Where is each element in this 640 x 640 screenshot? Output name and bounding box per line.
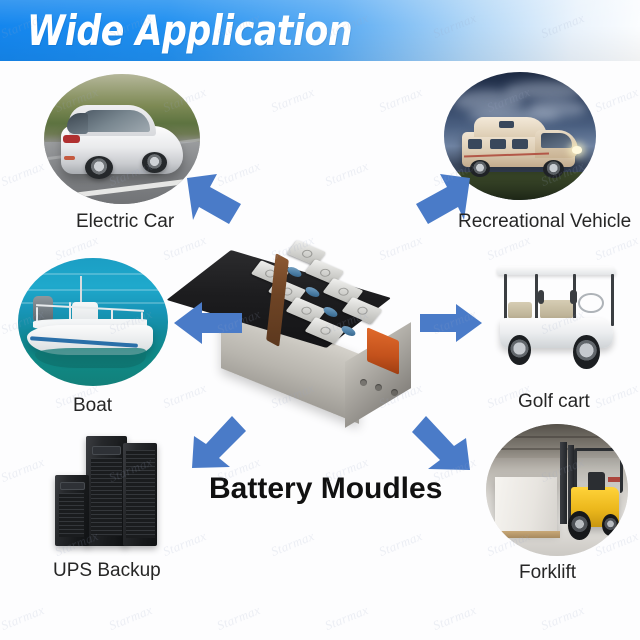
- watermark-text: Starmax: [538, 602, 587, 634]
- application-tile-electric-car: [44, 74, 200, 204]
- arrow-left-icon: [174, 302, 242, 344]
- center-heading: Battery Moudles: [209, 472, 443, 505]
- recreational-vehicle-photo: [444, 72, 596, 200]
- application-tile-forklift: [486, 424, 628, 556]
- electric-car-photo: [44, 74, 200, 204]
- watermark-text: Starmax: [376, 528, 425, 560]
- application-tile-recreational-vehicle: [444, 72, 596, 200]
- application-tile-boat: [18, 258, 168, 386]
- header-banner: Wide Application: [0, 0, 640, 61]
- application-label-electric-car: Electric Car: [76, 211, 175, 232]
- arrow-up-left-icon: [187, 174, 241, 224]
- watermark-text: Starmax: [592, 84, 640, 116]
- page-title: Wide Application: [27, 6, 353, 55]
- watermark-text: Starmax: [430, 602, 479, 634]
- watermark-text: Starmax: [106, 602, 155, 634]
- watermark-text: Starmax: [376, 84, 425, 116]
- golf-cart-photo: [489, 258, 624, 374]
- arrow-right-icon: [420, 304, 482, 342]
- watermark-text: Starmax: [322, 602, 371, 634]
- battery-module-image: [166, 238, 420, 428]
- application-label-golf-cart: Golf cart: [518, 391, 590, 412]
- application-label-forklift: Forklift: [519, 562, 576, 583]
- watermark-text: Starmax: [322, 158, 371, 190]
- watermark-text: Starmax: [592, 380, 640, 412]
- boat-photo: [18, 258, 168, 386]
- watermark-text: Starmax: [0, 158, 47, 190]
- application-label-boat: Boat: [73, 395, 113, 416]
- watermark-text: Starmax: [0, 454, 47, 486]
- watermark-text: Starmax: [268, 84, 317, 116]
- arrow-up-right-icon: [416, 174, 470, 224]
- forklift-photo: [486, 424, 628, 556]
- watermark-text: Starmax: [268, 528, 317, 560]
- watermark-text: Starmax: [0, 602, 47, 634]
- arrow-down-right-icon: [412, 416, 470, 470]
- header-gloss: [0, 0, 640, 61]
- watermark-text: Starmax: [214, 602, 263, 634]
- arrow-down-left-icon: [192, 416, 246, 468]
- ups-backup-photo: [55, 426, 175, 548]
- application-label-recreational-vehicle: Recreational Vehicle: [458, 211, 632, 232]
- application-label-ups-backup: UPS Backup: [53, 560, 161, 581]
